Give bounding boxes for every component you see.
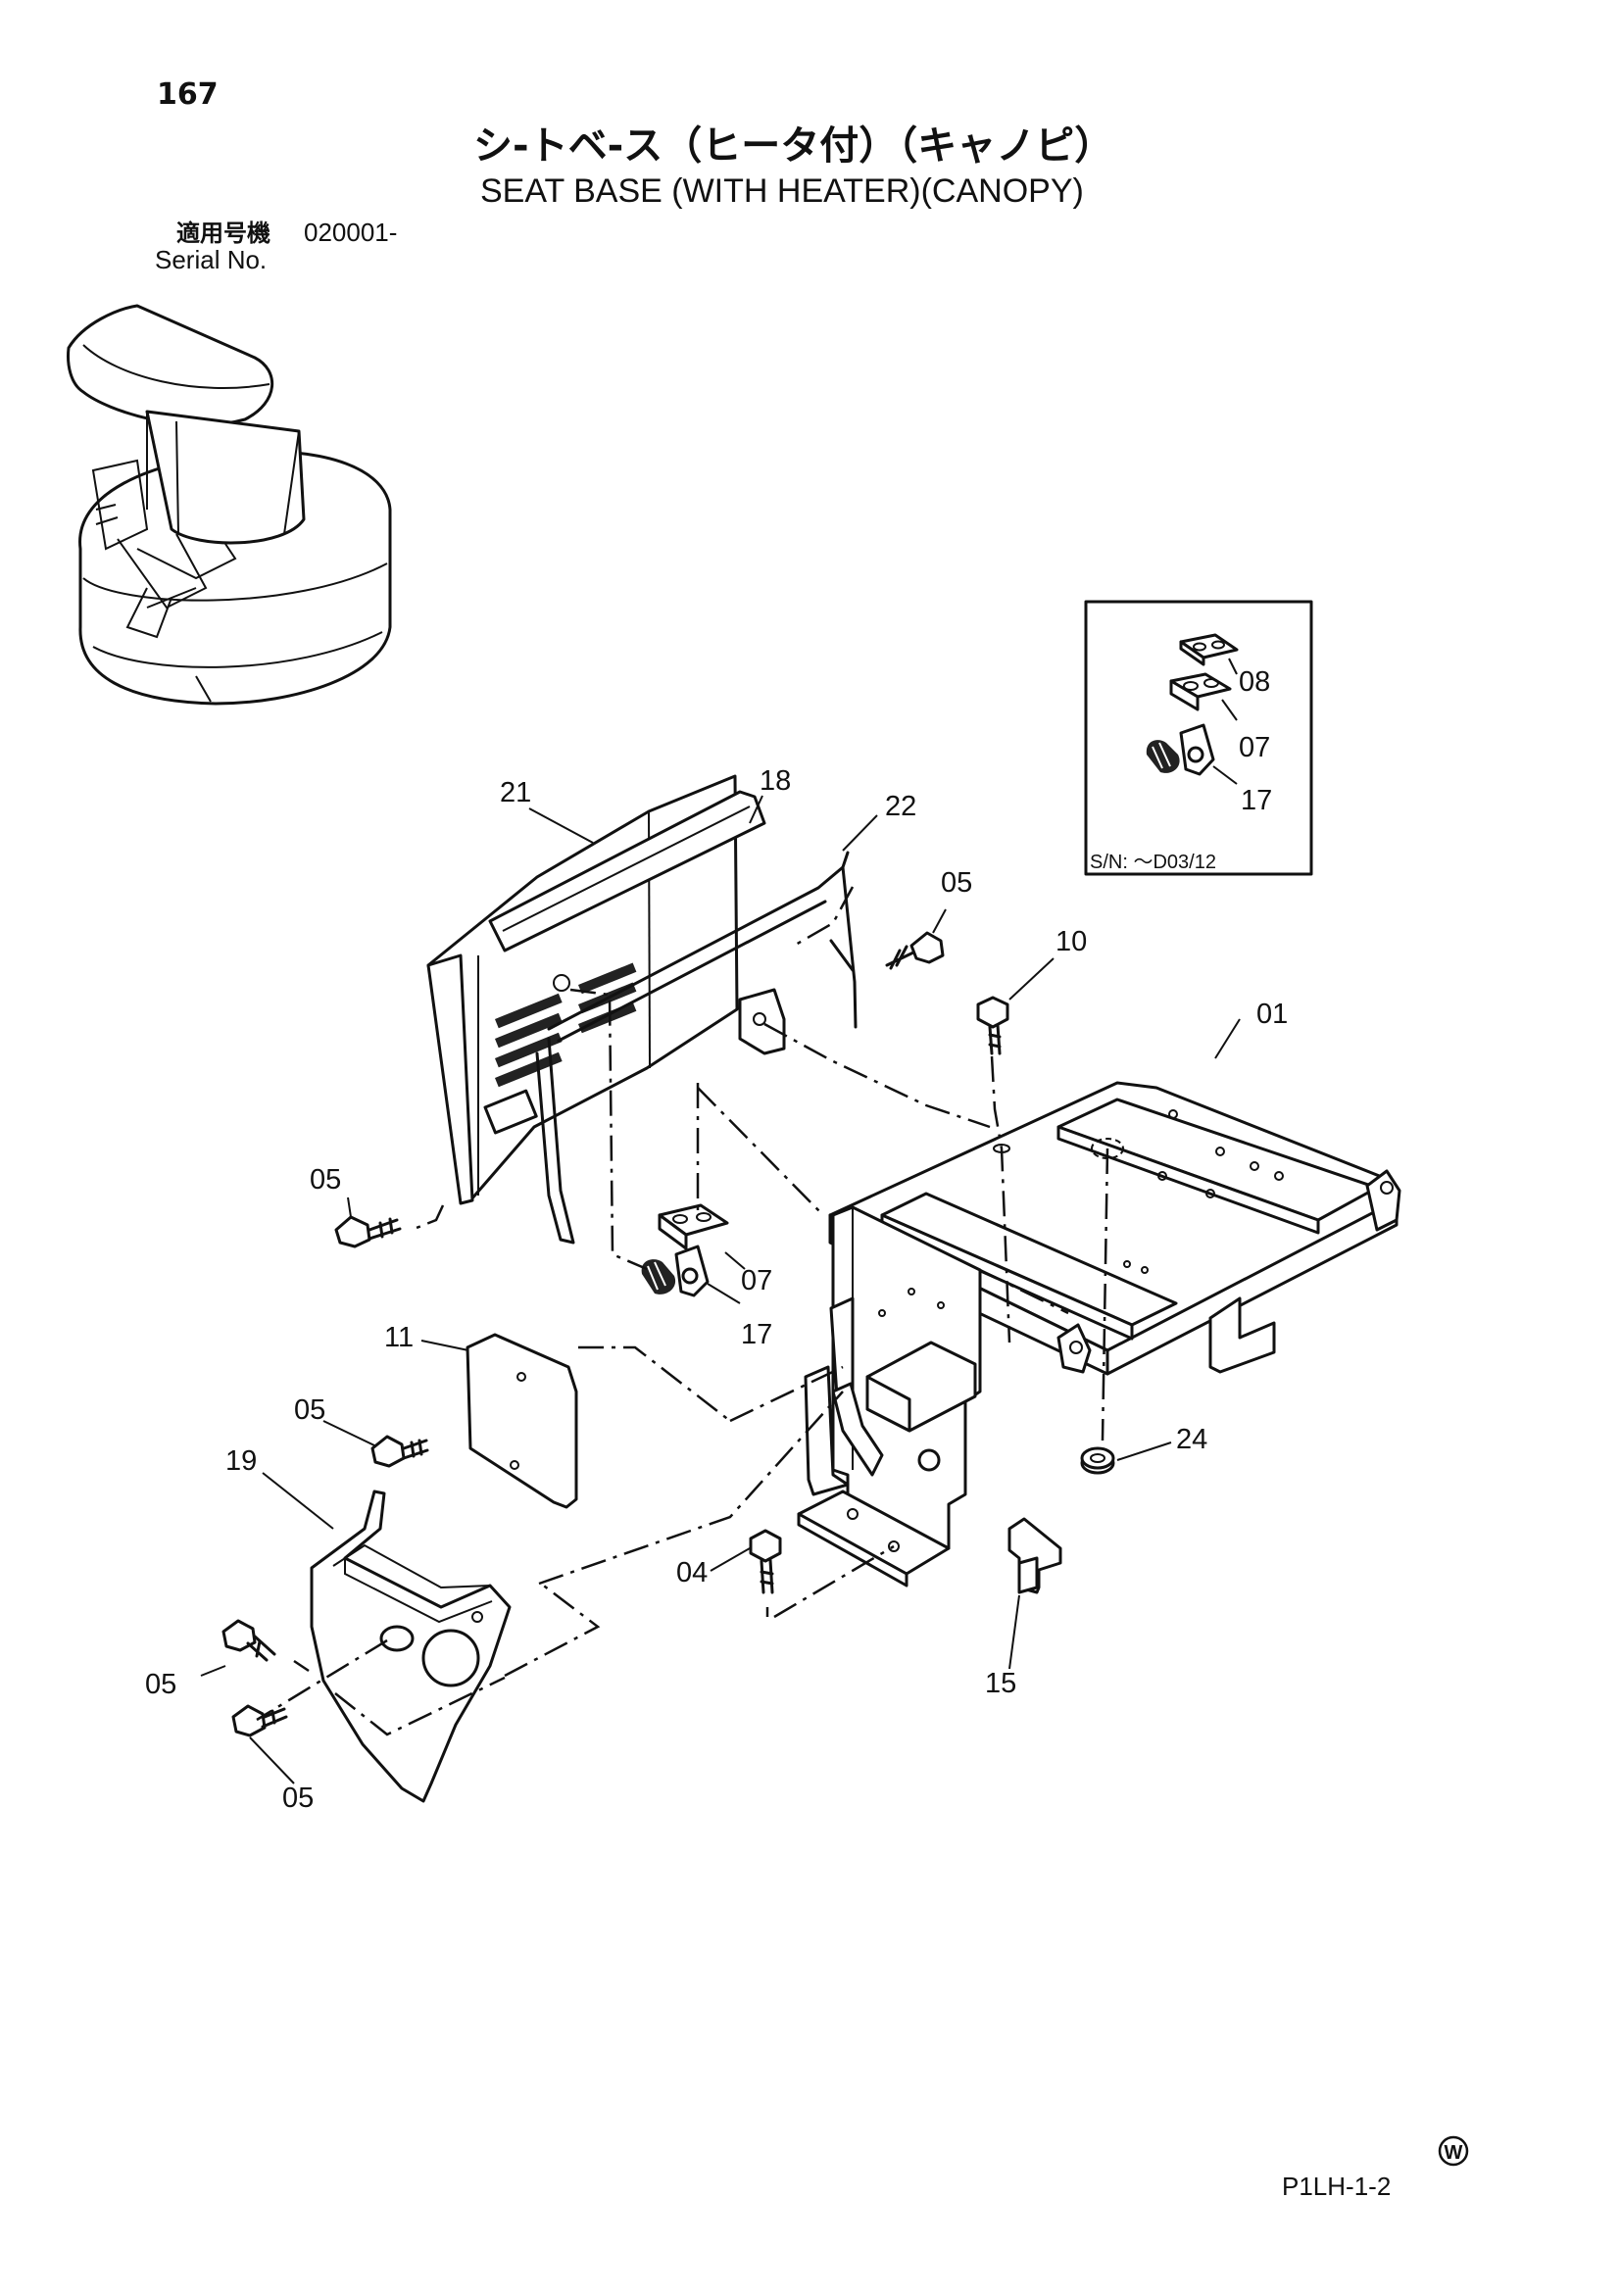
machine-overview-sketch	[67, 304, 392, 706]
leader-lines	[200, 795, 1241, 1784]
inset-callout-08: 08	[1239, 666, 1270, 698]
callout-05-b: 05	[310, 1164, 341, 1196]
callout-05-e: 05	[282, 1783, 314, 1814]
callouts: 21 18 22 05 10 01 05 07 17 11 05 24 19 0…	[145, 765, 1288, 1814]
callout-11: 11	[384, 1322, 414, 1353]
bolt-05-e	[231, 1704, 288, 1737]
serial-value: 020001-	[304, 218, 397, 247]
diagram-code: P1LH-1-2	[1282, 2172, 1391, 2201]
callout-21: 21	[500, 777, 531, 808]
title-en: SEAT BASE (WITH HEATER)(CANOPY)	[480, 172, 1084, 210]
callout-05-d: 05	[145, 1669, 176, 1700]
inset-callout-17: 17	[1241, 785, 1272, 816]
callout-18: 18	[760, 765, 791, 797]
inset-serial-note: S/N: ～D03/12	[1090, 852, 1216, 873]
callout-05-a: 05	[941, 867, 972, 899]
bolt-10	[976, 996, 1009, 1055]
serial-label-jp: 適用号機	[176, 220, 270, 247]
callout-22: 22	[885, 791, 916, 822]
inset-box: 08 07 17 S/N: ～D03/12	[1084, 600, 1313, 876]
footer: W P1LH-1-2	[1282, 2135, 1469, 2201]
bolt-05-b	[334, 1215, 402, 1248]
bolt-05-c	[370, 1435, 429, 1468]
bolt-04	[749, 1529, 782, 1594]
bolt-05-a	[885, 931, 945, 970]
serial-label-en: Serial No.	[155, 245, 267, 274]
callout-07: 07	[741, 1265, 772, 1296]
callout-24: 24	[1176, 1424, 1207, 1455]
callout-19: 19	[225, 1445, 257, 1477]
title-jp: シ-トベ-ス（ヒータ付）（キャノピ）	[473, 123, 1113, 169]
callout-10: 10	[1055, 926, 1087, 957]
callout-17: 17	[741, 1319, 772, 1350]
callout-15: 15	[985, 1668, 1016, 1699]
exploded-view	[221, 774, 1401, 1803]
w-mark-circle	[1438, 2135, 1469, 2167]
callout-01: 01	[1256, 999, 1288, 1030]
page-number: 167	[157, 77, 219, 112]
callout-04: 04	[676, 1557, 708, 1588]
callout-05-c: 05	[294, 1394, 325, 1426]
assembly-lines	[256, 886, 1109, 1736]
bolt-05-d	[221, 1619, 276, 1662]
w-mark: W	[1445, 2142, 1463, 2164]
inset-callout-07: 07	[1239, 732, 1270, 763]
